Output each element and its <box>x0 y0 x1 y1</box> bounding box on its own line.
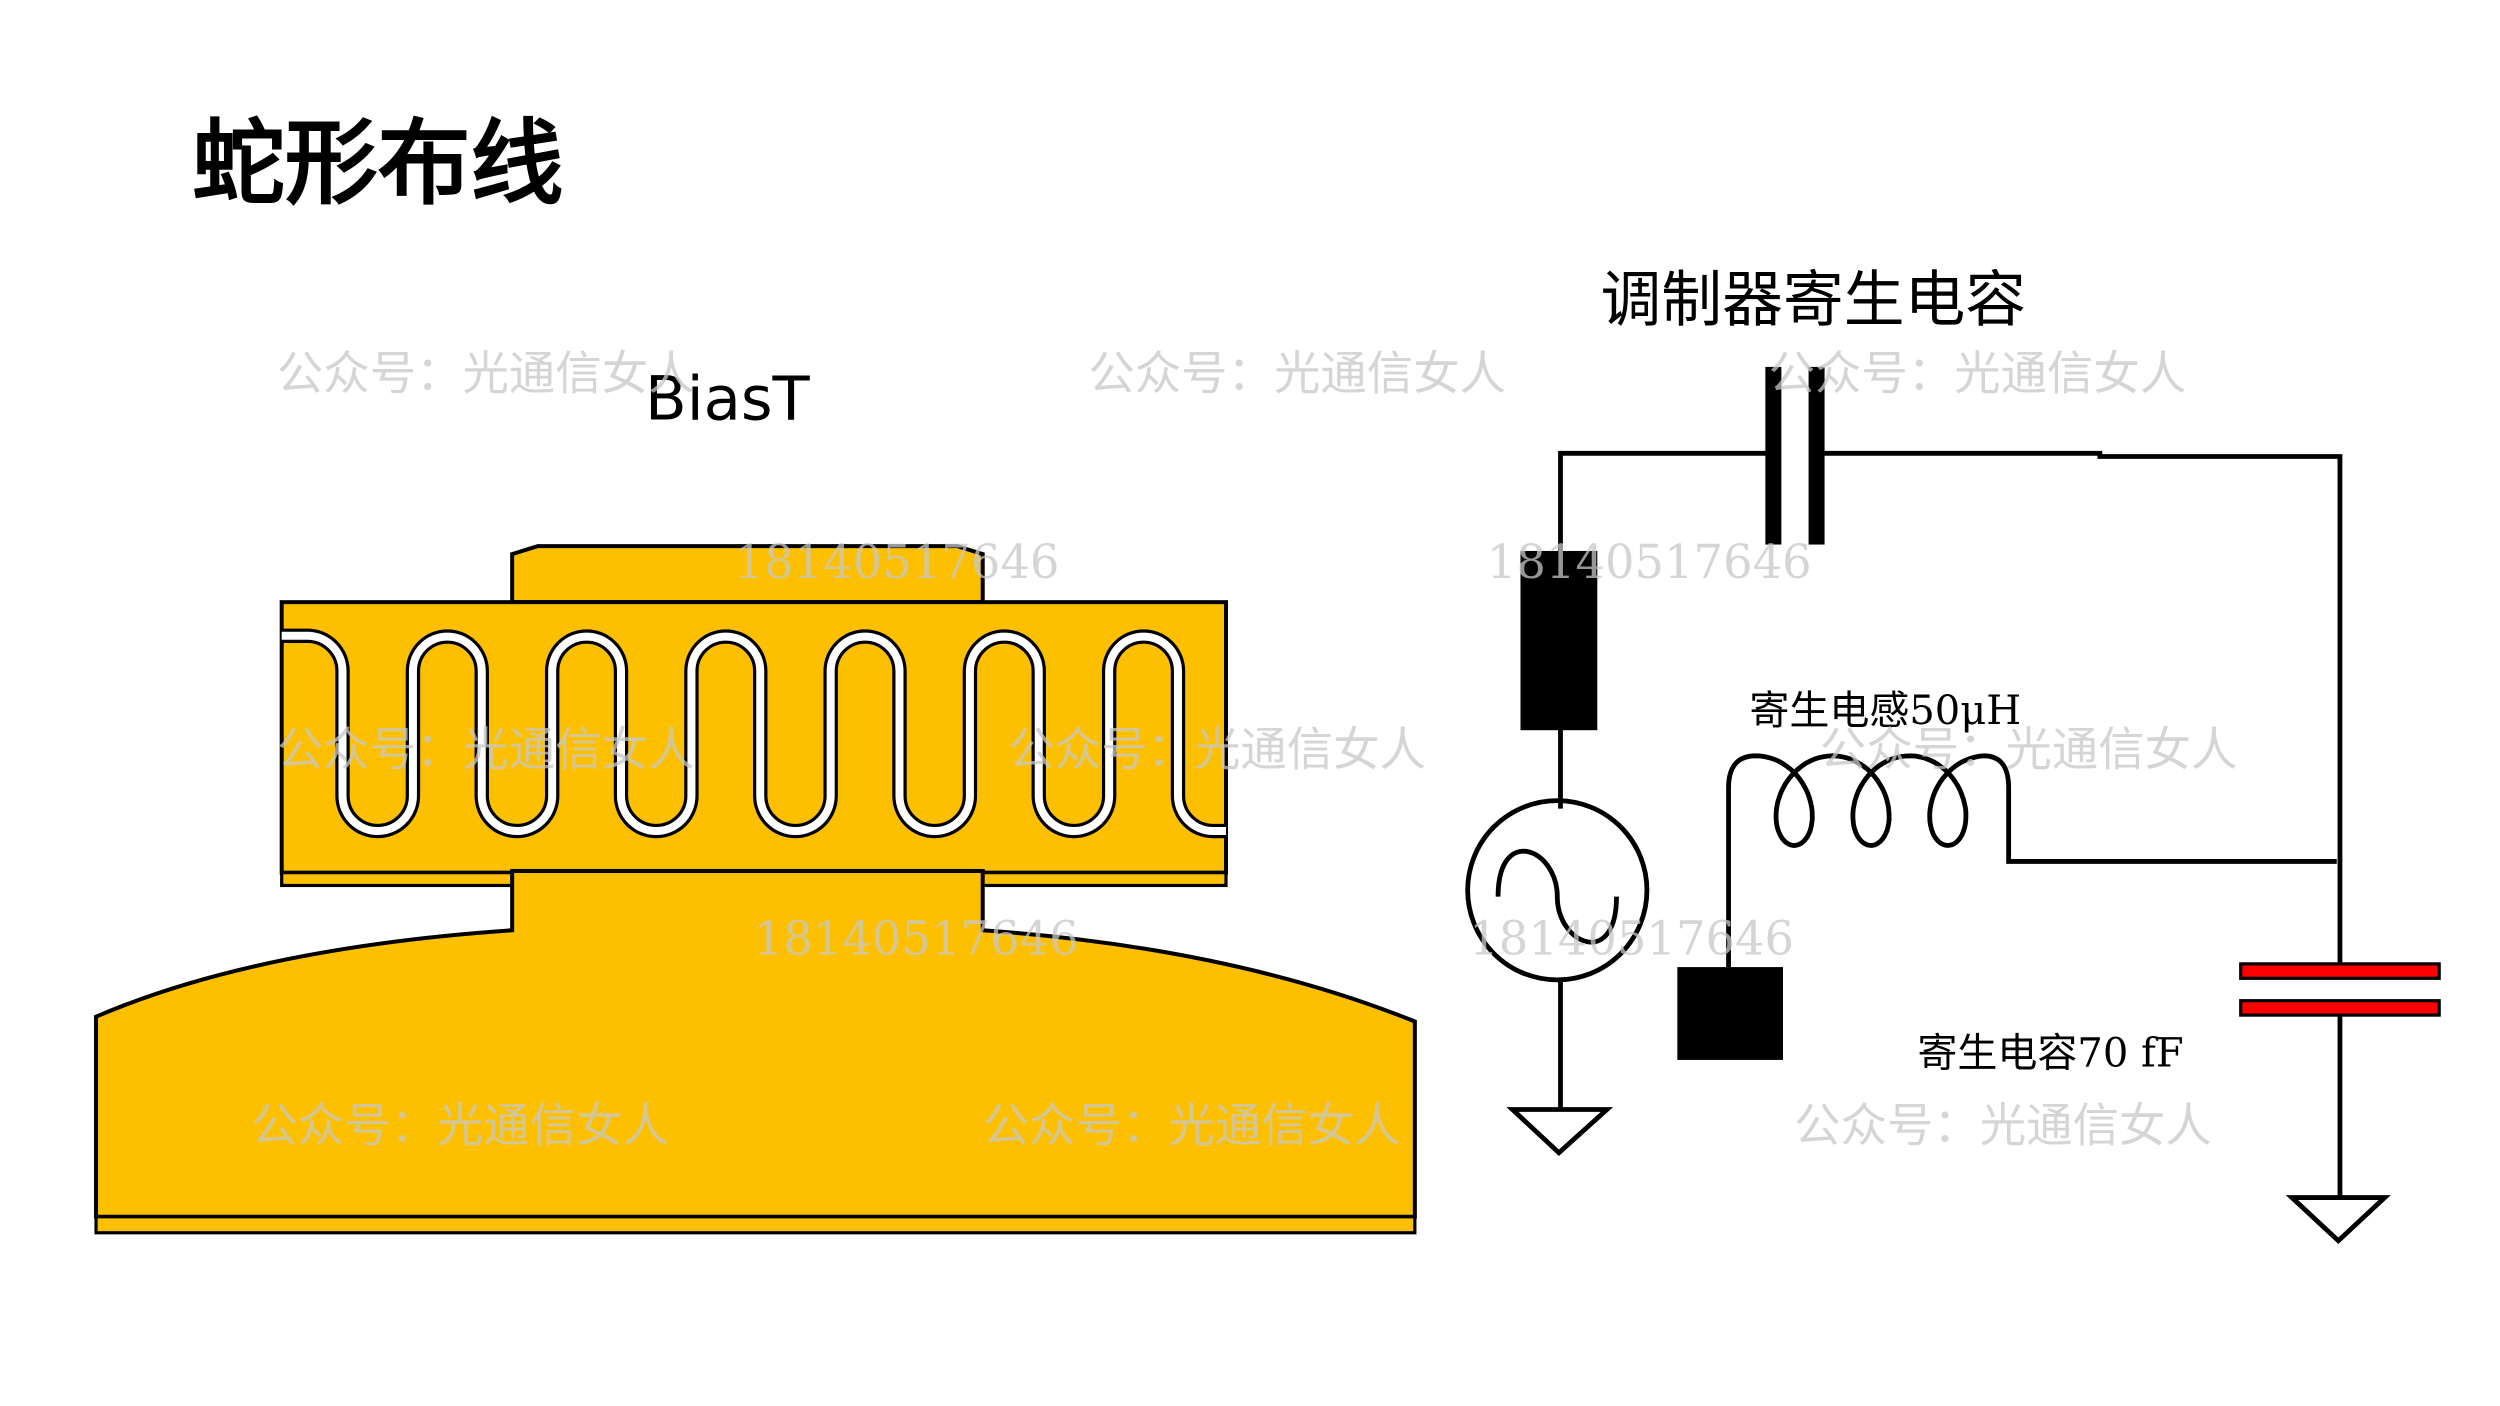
circuit-title: 调制器寄生电容 <box>1601 265 2027 335</box>
inductor-label: 寄生电感50μH <box>1749 688 2021 734</box>
watermark-account: 公众号：光通信女人 <box>983 1099 1401 1153</box>
ac-source-icon <box>1465 798 1650 983</box>
ground-icon <box>2285 1195 2391 1245</box>
watermark-account: 公众号：光通信女人 <box>277 346 695 400</box>
sine-wave-icon <box>1495 848 1619 945</box>
watermark-account: 公众号：光通信女人 <box>1794 1099 2212 1153</box>
parasitic-capacitor-plate-bottom <box>2239 999 2441 1017</box>
watermark-account: 公众号：光通信女人 <box>1820 722 2238 776</box>
circuit-diagram: 调制器寄生电容 寄生电感50μH 寄生电容70 fF <box>1465 265 2441 1245</box>
metal-base <box>94 869 1417 1219</box>
watermark-account: 公众号：光通信女人 <box>277 722 695 776</box>
inductor-icon <box>1726 753 2337 968</box>
watermark-account: 公众号：光通信女人 <box>251 1099 669 1153</box>
biast-layout: BiasT <box>94 365 1417 1235</box>
watermark-account: 公众号：光通信女人 <box>1008 722 1426 776</box>
resistor <box>1520 550 1598 731</box>
metal-base-strip <box>94 1215 1417 1235</box>
watermarks: 公众号：光通信女人 公众号：光通信女人 公众号：光通信女人 公众号：光通信女人 … <box>251 346 2237 1152</box>
watermark-phone: 18140517646 <box>735 535 1060 589</box>
modulator-capacitor-plate-right <box>1808 366 1825 545</box>
watermark-phone: 18140517646 <box>1469 911 1794 965</box>
capacitor-label: 寄生电容70 fF <box>1917 1030 2183 1076</box>
watermark-account: 公众号：光通信女人 <box>1088 346 1506 400</box>
watermark-phone: 18140517646 <box>1487 535 1812 589</box>
watermark-phone: 18140517646 <box>754 911 1079 965</box>
modulator-capacitor-plate-left <box>1765 366 1782 545</box>
pad-block <box>1677 967 1783 1060</box>
slide-title: 蛇形布线 <box>192 110 563 218</box>
ground-icon <box>1506 1107 1614 1156</box>
biast-label: BiasT <box>645 365 811 435</box>
watermark-account: 公众号：光通信女人 <box>1769 346 2187 400</box>
parasitic-capacitor-plate-top <box>2239 962 2441 980</box>
serpentine-gap <box>281 631 1226 836</box>
